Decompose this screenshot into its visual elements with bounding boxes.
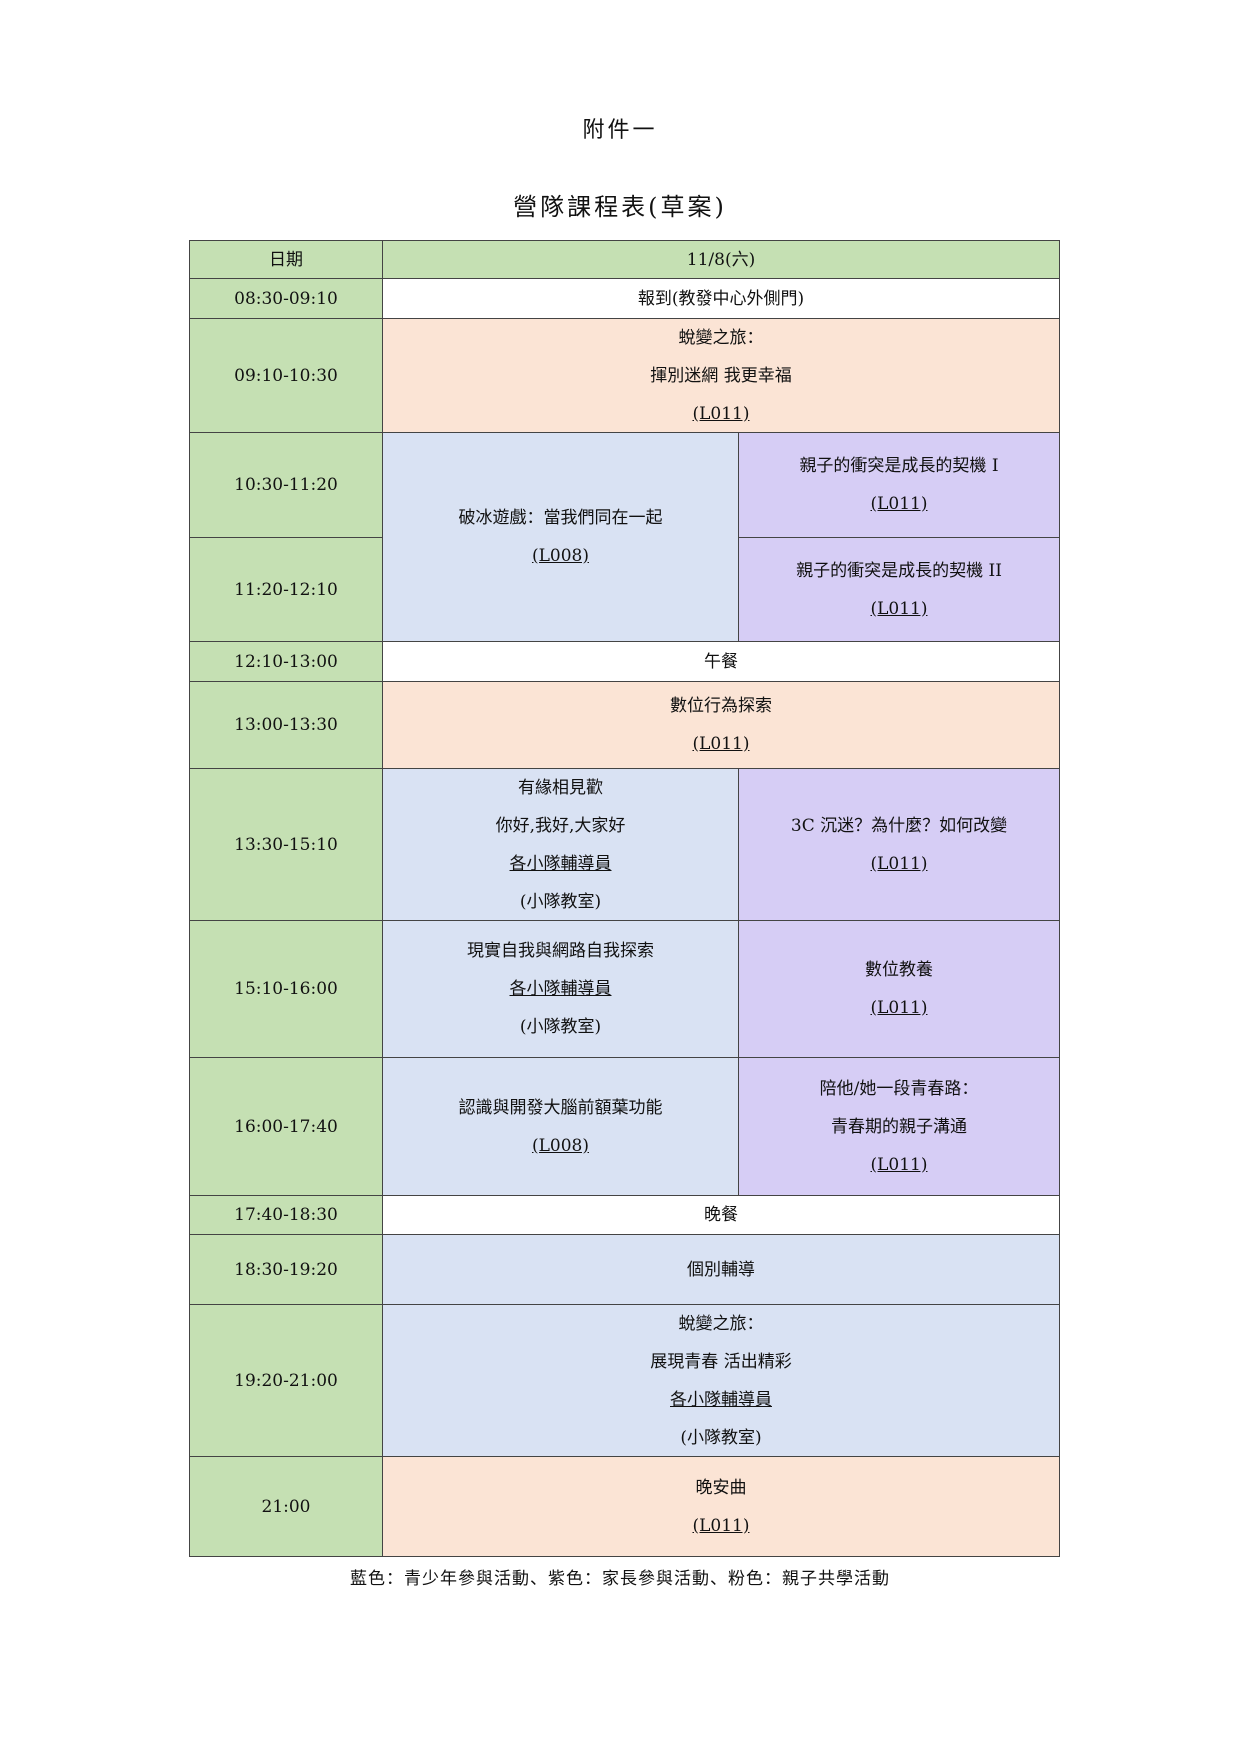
date-label: 日期 bbox=[269, 249, 303, 270]
room-text: (L011) bbox=[692, 734, 750, 754]
room-text: (L011) bbox=[870, 494, 928, 514]
time-text: 15:10-16:00 bbox=[234, 979, 338, 999]
leader-text: 各小隊輔導員 bbox=[509, 979, 612, 999]
time-cell: 21:00 bbox=[189, 1456, 383, 1557]
activity-text: 親子的衝突是成長的契機 II bbox=[796, 560, 1002, 581]
activity-text: 數位行為探索 bbox=[670, 696, 772, 716]
activity-text: 破冰遊戲：當我們同在一起 bbox=[458, 508, 663, 528]
room-text: (L011) bbox=[870, 598, 928, 619]
activity-youth: 認識與開發大腦前額葉功能 (L008) bbox=[382, 1057, 739, 1196]
activity-youth: 蛻變之旅： 展現青春 活出精彩 各小隊輔導員 (小隊教室) bbox=[382, 1304, 1060, 1457]
room-text: (小隊教室) bbox=[680, 1427, 762, 1448]
activity-text: 有緣相見歡 bbox=[518, 777, 603, 798]
activity-family: 晚安曲 (L011) bbox=[382, 1456, 1060, 1557]
time-cell: 13:30-15:10 bbox=[189, 768, 383, 921]
activity-text: 報到(教發中心外側門) bbox=[637, 288, 805, 309]
time-cell: 12:10-13:00 bbox=[189, 641, 383, 682]
activity-text: 陪他/她一段青春路： bbox=[819, 1078, 979, 1099]
room-text: (小隊教室) bbox=[519, 891, 602, 912]
time-text: 13:00-13:30 bbox=[234, 715, 338, 735]
activity-parent: 陪他/她一段青春路： 青春期的親子溝通 (L011) bbox=[738, 1057, 1060, 1196]
room-text: (L011) bbox=[870, 998, 928, 1018]
activity-text: 3C 沉迷？為什麼？如何改變 bbox=[790, 815, 1008, 836]
activity-text: 午餐 bbox=[704, 651, 738, 672]
time-text: 11:20-12:10 bbox=[234, 579, 338, 600]
time-text: 17:40-18:30 bbox=[234, 1205, 338, 1225]
date-text: 11/8(六) bbox=[686, 249, 756, 270]
activity-parent: 親子的衝突是成長的契機 II (L011) bbox=[738, 537, 1060, 642]
page-title: 營隊課程表(草案) bbox=[513, 193, 727, 221]
room-text: (L011) bbox=[692, 403, 750, 424]
activity-parent: 親子的衝突是成長的契機 I (L011) bbox=[738, 432, 1060, 538]
date-header: 日期 bbox=[189, 240, 383, 279]
room-text: (L011) bbox=[870, 853, 928, 874]
time-cell: 13:00-13:30 bbox=[189, 681, 383, 769]
time-text: 21:00 bbox=[261, 1496, 311, 1517]
time-cell: 10:30-11:20 bbox=[189, 432, 383, 538]
activity-text: 你好,我好,大家好 bbox=[495, 815, 626, 836]
activity-parent: 數位教養 (L011) bbox=[738, 920, 1060, 1058]
time-text: 16:00-17:40 bbox=[234, 1116, 338, 1137]
leader-text: 各小隊輔導員 bbox=[670, 1389, 772, 1410]
room-text: (L011) bbox=[870, 1154, 928, 1175]
time-text: 19:20-21:00 bbox=[234, 1370, 338, 1391]
activity-text: 揮別迷網 我更幸福 bbox=[650, 365, 792, 386]
time-cell: 09:10-10:30 bbox=[189, 318, 383, 433]
activity-text: 現實自我與網路自我探索 bbox=[467, 941, 654, 961]
time-text: 18:30-19:20 bbox=[234, 1259, 338, 1280]
activity-dinner: 晚餐 bbox=[382, 1195, 1060, 1235]
room-text: (L011) bbox=[692, 1515, 750, 1536]
attachment-label: 附件一 bbox=[582, 118, 658, 143]
time-cell: 16:00-17:40 bbox=[189, 1057, 383, 1196]
activity-youth: 破冰遊戲：當我們同在一起 (L008) bbox=[382, 432, 739, 642]
activity-youth: 個別輔導 bbox=[382, 1234, 1060, 1305]
activity-text: 個別輔導 bbox=[687, 1259, 755, 1280]
activity-text: 晚餐 bbox=[704, 1205, 738, 1225]
time-cell: 18:30-19:20 bbox=[189, 1234, 383, 1305]
time-cell: 15:10-16:00 bbox=[189, 920, 383, 1058]
room-text: (小隊教室) bbox=[519, 1017, 602, 1037]
activity-text: 親子的衝突是成長的契機 I bbox=[799, 456, 999, 476]
activity-text: 青春期的親子溝通 bbox=[831, 1116, 967, 1137]
activity-youth: 現實自我與網路自我探索 各小隊輔導員 (小隊教室) bbox=[382, 920, 739, 1058]
time-text: 08:30-09:10 bbox=[234, 288, 338, 309]
activity-family: 數位行為探索 (L011) bbox=[382, 681, 1060, 769]
activity-text: 晚安曲 bbox=[695, 1477, 747, 1498]
activity-text: 數位教養 bbox=[865, 960, 933, 980]
time-text: 12:10-13:00 bbox=[234, 651, 338, 672]
activity-youth: 有緣相見歡 你好,我好,大家好 各小隊輔導員 (小隊教室) bbox=[382, 768, 739, 921]
color-legend: 藍色：青少年參與活動、紫色：家長參與活動、粉色：親子共學活動 bbox=[350, 1569, 890, 1589]
room-text: (L008) bbox=[531, 546, 589, 566]
room-text: (L008) bbox=[531, 1135, 589, 1156]
activity-text: 展現青春 活出精彩 bbox=[650, 1351, 792, 1372]
leader-text: 各小隊輔導員 bbox=[509, 853, 612, 874]
time-text: 13:30-15:10 bbox=[234, 834, 338, 855]
activity-text: 蛻變之旅： bbox=[678, 1313, 764, 1334]
activity-text: 蛻變之旅： bbox=[678, 327, 764, 348]
activity-text: 認識與開發大腦前額葉功能 bbox=[458, 1097, 663, 1118]
time-text: 10:30-11:20 bbox=[234, 475, 338, 495]
time-cell: 11:20-12:10 bbox=[189, 537, 383, 642]
time-cell: 19:20-21:00 bbox=[189, 1304, 383, 1457]
time-cell: 08:30-09:10 bbox=[189, 278, 383, 319]
activity-checkin: 報到(教發中心外側門) bbox=[382, 278, 1060, 319]
activity-parent: 3C 沉迷？為什麼？如何改變 (L011) bbox=[738, 768, 1060, 921]
time-text: 09:10-10:30 bbox=[234, 365, 338, 386]
date-value: 11/8(六) bbox=[382, 240, 1060, 279]
activity-lunch: 午餐 bbox=[382, 641, 1060, 682]
activity-family: 蛻變之旅： 揮別迷網 我更幸福 (L011) bbox=[382, 318, 1060, 433]
time-cell: 17:40-18:30 bbox=[189, 1195, 383, 1235]
